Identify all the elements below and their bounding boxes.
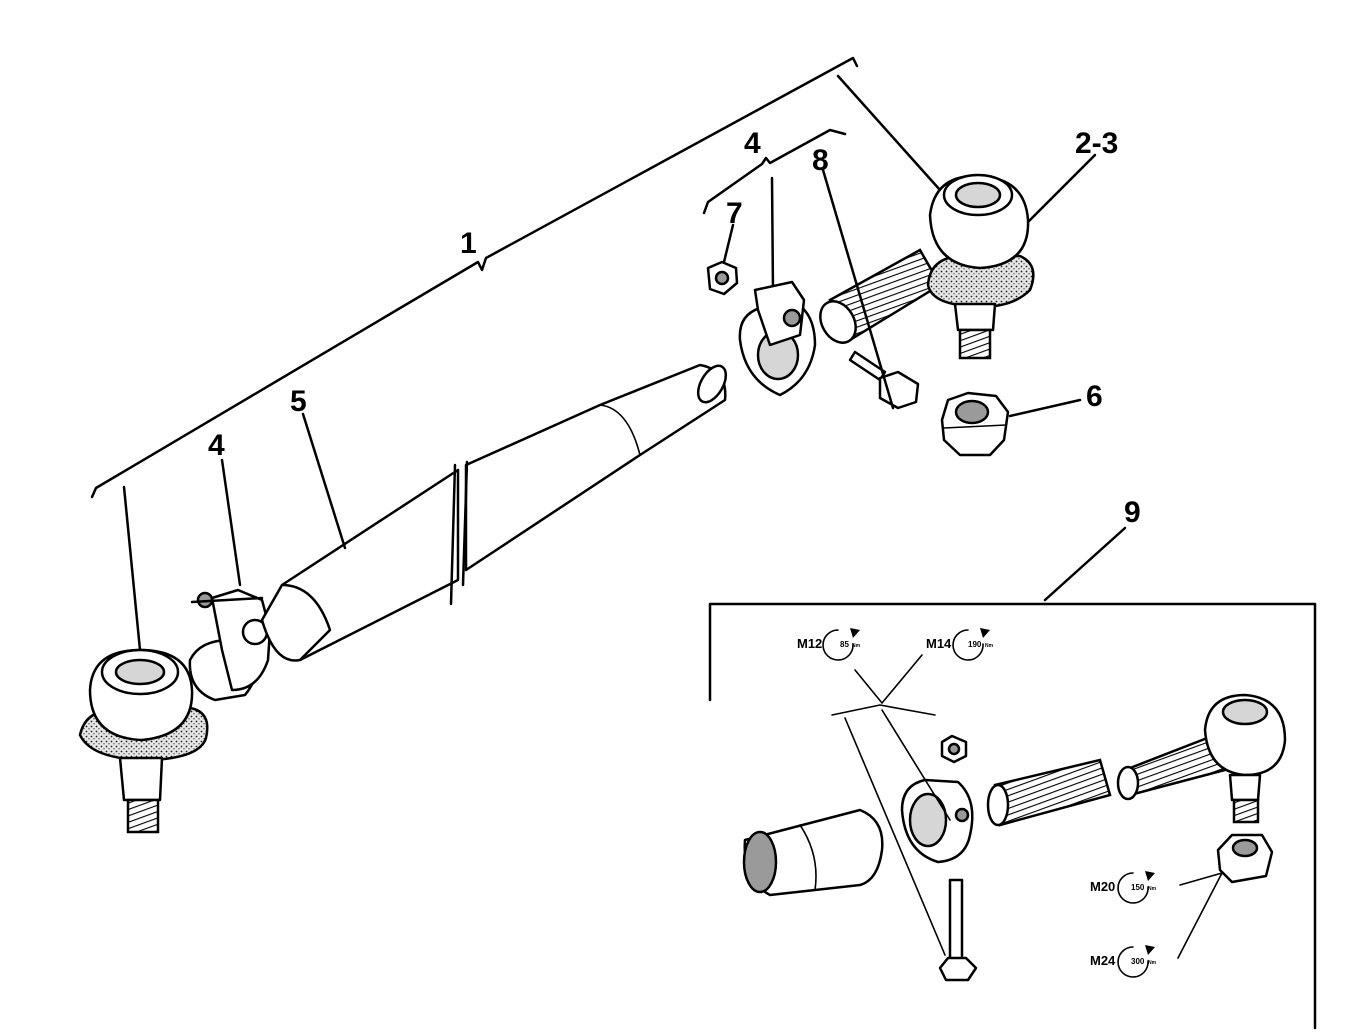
clamp-upper [738, 280, 817, 397]
torque-m12: M12 85 Nm [797, 628, 861, 661]
callout-5: 5 [290, 385, 307, 418]
detail-ball-joint [986, 693, 1287, 959]
nut-7 [706, 260, 739, 296]
torque-m12-unit: Nm [852, 643, 861, 649]
threaded-shank [819, 248, 942, 344]
left-ball-joint [78, 648, 209, 834]
callout-8: 8 [812, 144, 829, 177]
right-ball-joint [926, 173, 1035, 360]
callout-9: 9 [1124, 496, 1141, 529]
detail-box-9 [708, 526, 1317, 1030]
detail-clamp [900, 734, 978, 982]
torque-m14-unit: Nm [985, 643, 994, 649]
torque-arrow-icon [822, 628, 860, 661]
torque-m14-value: 190 [968, 640, 982, 649]
callout-4-lower: 4 [208, 429, 225, 462]
torque-m12-size: M12 [797, 636, 822, 651]
torque-m20: M20 150 Nm [1090, 871, 1157, 904]
callout-4-upper: 4 [744, 127, 761, 160]
torque-arrow-icon [1117, 945, 1155, 978]
assembly-bracket-4-upper [702, 128, 847, 294]
torque-m14-size: M14 [926, 636, 952, 651]
callout-2-3: 2-3 [1075, 127, 1118, 160]
torque-m12-value: 85 [840, 640, 849, 649]
callout-1: 1 [460, 227, 477, 260]
nut-6 [940, 391, 1010, 457]
torque-arrow-icon [1117, 871, 1155, 904]
torque-m20-value: 150 [1131, 883, 1145, 892]
torque-m24-value: 300 [1131, 957, 1145, 966]
torque-m24-unit: Nm [1148, 960, 1157, 966]
assembly-bracket-1 [90, 56, 942, 652]
torque-m14: M14 190 Nm [926, 628, 994, 661]
callout-leaders [220, 153, 1097, 587]
torque-m20-size: M20 [1090, 879, 1115, 894]
torque-m24-size: M24 [1090, 953, 1116, 968]
detail-pipe [742, 808, 884, 897]
callout-7: 7 [726, 197, 743, 230]
tie-rod-tube [260, 363, 728, 662]
torque-arrow-icon [952, 628, 990, 661]
detail-torque-leaders-top [831, 654, 951, 956]
torque-m20-unit: Nm [1148, 886, 1157, 892]
torque-m24: M24 300 Nm [1090, 945, 1157, 978]
callout-6: 6 [1086, 380, 1103, 413]
left-clamp [188, 588, 272, 702]
